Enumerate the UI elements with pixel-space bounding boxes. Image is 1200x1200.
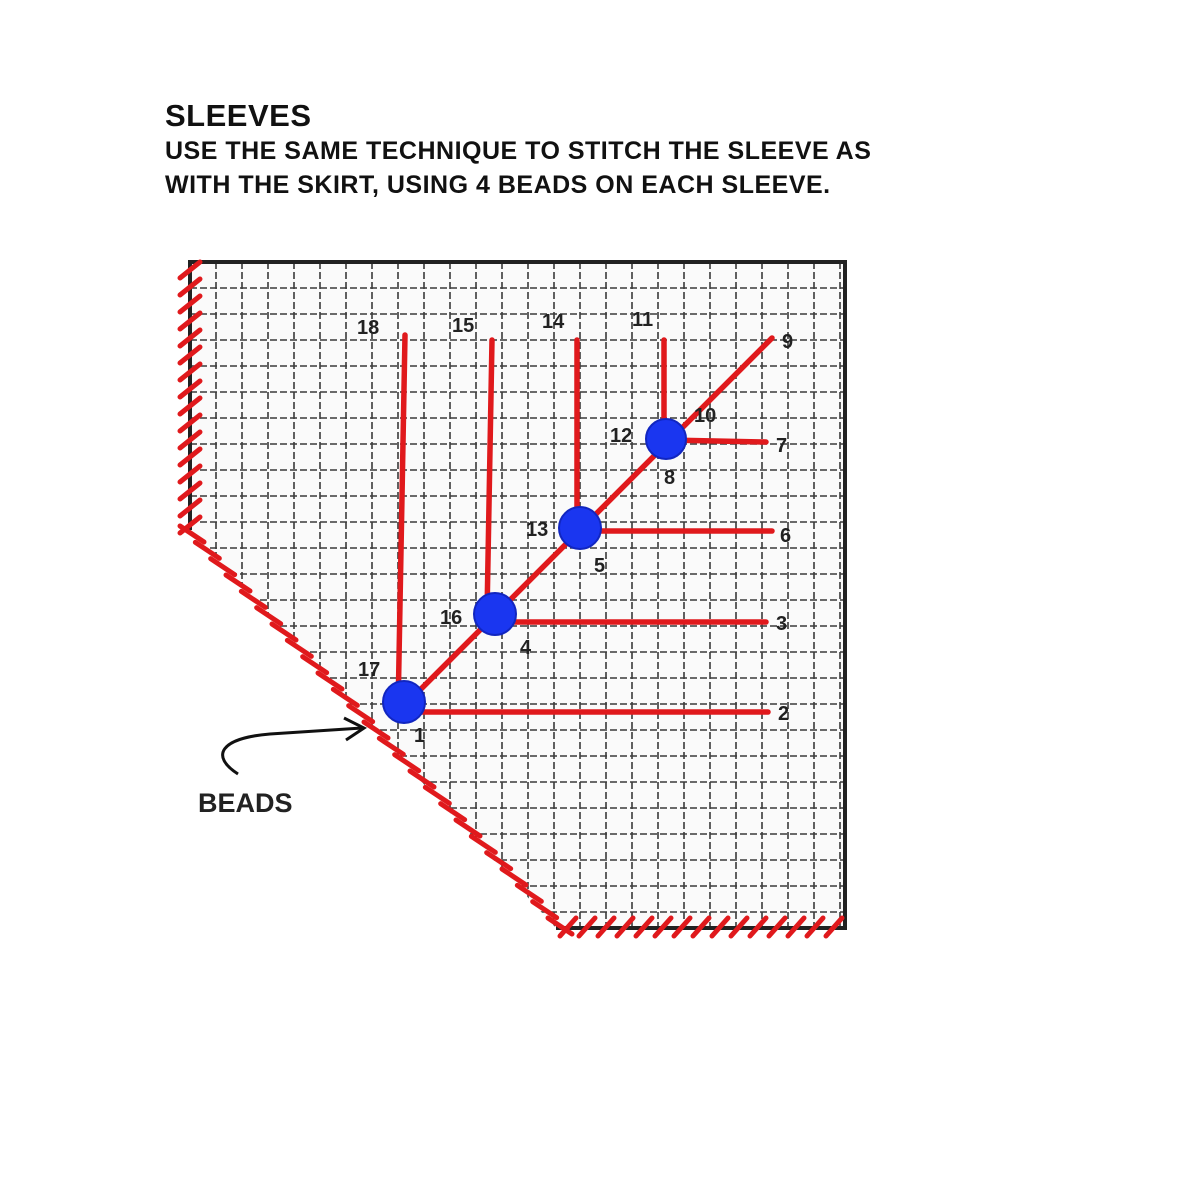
stitch-15-16 <box>484 337 495 617</box>
num-8: 8 <box>664 467 675 489</box>
overcast-stitch <box>514 882 544 904</box>
overcast-stitch <box>269 621 299 643</box>
num-9: 9 <box>782 331 793 353</box>
overcast-stitch <box>177 361 203 383</box>
overcast-stitch <box>177 429 203 451</box>
overcast-stitch <box>346 703 376 725</box>
overcast-stitch <box>177 310 203 332</box>
overcast-stitch <box>330 686 360 708</box>
bead-1 <box>382 680 426 724</box>
num-13: 13 <box>526 519 548 541</box>
bead-2 <box>473 592 517 636</box>
beads <box>382 418 687 724</box>
overcast-stitch <box>177 497 203 519</box>
num-16: 16 <box>440 607 462 629</box>
overcast-stitch <box>804 915 826 939</box>
num-12: 12 <box>610 425 632 447</box>
num-10: 10 <box>694 405 716 427</box>
num-11: 11 <box>632 309 653 331</box>
overcast-stitch <box>747 915 769 939</box>
stitch-17-18 <box>395 332 408 715</box>
overcast-stitch <box>407 768 437 790</box>
overcast-stitch <box>177 480 203 502</box>
overcast-stitch <box>422 784 452 806</box>
bead-4 <box>645 418 687 460</box>
section-title: SLEEVES <box>165 98 312 133</box>
overcast-stitch <box>177 378 203 400</box>
overcast-stitch <box>785 915 807 939</box>
num-6: 6 <box>780 525 791 547</box>
num-1: 1 <box>414 725 425 747</box>
instruction-line-1: USE THE SAME TECHNIQUE TO STITCH THE SLE… <box>165 137 872 165</box>
overcast-stitch <box>468 833 498 855</box>
overcast-stitch <box>223 572 253 594</box>
overcast-stitch <box>392 752 422 774</box>
overcast-stitch <box>823 915 845 939</box>
overcast-stitch <box>177 463 203 485</box>
overcast-stitch <box>595 915 617 939</box>
bead-3 <box>558 506 602 550</box>
overcast-stitch <box>300 654 330 676</box>
overcast-stitch <box>652 915 674 939</box>
overcast-stitch <box>177 344 203 366</box>
beads-callout: BEADS <box>198 716 367 818</box>
overcast-stitch <box>177 327 203 349</box>
overcast-stitch <box>766 915 788 939</box>
num-18: 18 <box>357 317 379 339</box>
overcast-stitch <box>208 556 238 578</box>
overcast-stitch <box>671 915 693 939</box>
stitch-number-labels: 1 2 3 4 5 6 7 8 9 10 11 12 13 14 15 16 1… <box>357 309 793 747</box>
canvas-outline <box>188 260 847 930</box>
overcast-stitch <box>315 670 345 692</box>
beads-label: BEADS <box>198 788 293 818</box>
overcast-stitch <box>177 276 203 298</box>
overcast-stitch <box>192 539 222 561</box>
overcast-stitch <box>557 915 579 939</box>
num-7: 7 <box>776 435 787 457</box>
overcast-stitch <box>438 801 468 823</box>
overcast-stitch <box>530 899 560 921</box>
overcast-stitch <box>376 735 406 757</box>
overcast-stitch <box>614 915 636 939</box>
num-3: 3 <box>776 613 787 635</box>
overcast-stitch <box>484 850 514 872</box>
overcast-stitch <box>361 719 391 741</box>
overcast-stitch <box>177 259 203 281</box>
num-15: 15 <box>452 315 474 337</box>
overcast-stitch <box>284 637 314 659</box>
instructions: SLEEVES USE THE SAME TECHNIQUE TO STITCH… <box>165 98 871 202</box>
overcast-stitch <box>453 817 483 839</box>
arrowhead-icon <box>343 716 367 742</box>
overcast-stitch <box>177 446 203 468</box>
overcast-stitch <box>690 915 712 939</box>
overcast-stitch <box>254 605 284 627</box>
overcast-stitch <box>709 915 731 939</box>
overcast-stitch <box>728 915 750 939</box>
overcast-stitch <box>177 412 203 434</box>
overcast-stitch <box>576 915 598 939</box>
overcast-stitch <box>633 915 655 939</box>
num-2: 2 <box>778 703 789 725</box>
overcast-stitch <box>545 915 575 937</box>
num-17: 17 <box>358 659 380 681</box>
num-5: 5 <box>594 555 605 577</box>
num-4: 4 <box>520 637 532 659</box>
num-14: 14 <box>542 311 565 333</box>
callout-arrow <box>221 726 363 776</box>
instruction-line-2: WITH THE SKIRT, USING 4 BEADS ON EACH SL… <box>165 171 831 199</box>
overcast-stitch <box>238 588 268 610</box>
overcast-stitch <box>499 866 529 888</box>
overcast-stitch <box>177 395 203 417</box>
overcast-stitch <box>177 293 203 315</box>
edge-overcast-stitches <box>177 259 845 939</box>
overcast-stitch <box>177 523 207 545</box>
